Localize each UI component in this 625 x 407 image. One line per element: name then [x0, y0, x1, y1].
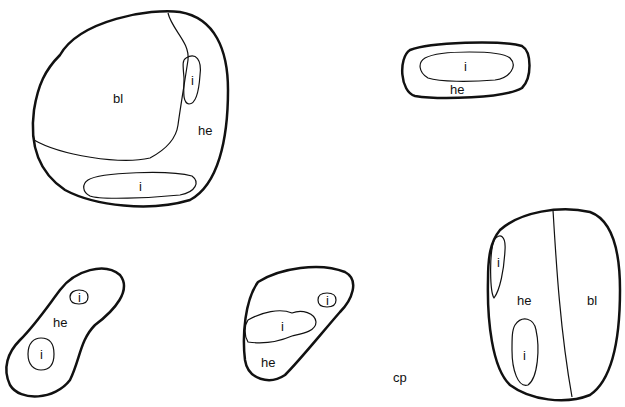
- phase-label: i: [40, 348, 43, 361]
- phase-label: he: [53, 316, 67, 329]
- outline-path: [402, 43, 529, 98]
- phase-label: i: [191, 74, 194, 87]
- inclusion-region: i: [242, 306, 320, 346]
- outline-shape: [484, 202, 623, 406]
- outline-shape: [28, 6, 232, 212]
- phase-label: i: [78, 291, 81, 304]
- inclusion-region: i: [80, 168, 198, 204]
- outline-shape: [3, 258, 136, 404]
- outline-path: [488, 209, 620, 400]
- outline-path: [512, 319, 538, 385]
- outline-shape: [238, 258, 362, 388]
- phase-label: i: [523, 349, 526, 362]
- outline-path: [420, 52, 513, 81]
- grain-outline: heii: [3, 258, 136, 404]
- phase-boundary: [34, 13, 188, 160]
- phase-label: bl: [587, 294, 597, 307]
- inclusion-region: i: [68, 288, 90, 306]
- outline-path: [84, 173, 196, 199]
- inclusion-region: i: [416, 48, 516, 84]
- inclusion-region: i: [180, 50, 204, 108]
- outline-path: [244, 267, 353, 380]
- phase-label: i: [139, 180, 142, 193]
- phase-label: i: [497, 256, 500, 269]
- grain-outline: he bl i i: [484, 202, 623, 406]
- outline-path: [6, 269, 124, 397]
- phase-label: he: [198, 124, 212, 137]
- inclusion-region: i: [508, 314, 540, 389]
- phase-boundary: [553, 210, 572, 397]
- outline-path: [70, 290, 88, 304]
- grain-outline: hei: [396, 38, 534, 102]
- grain-outline: he i i: [238, 258, 362, 388]
- phase-label: he: [261, 356, 275, 369]
- inclusion-region: i: [316, 291, 338, 309]
- inclusion-region: i: [487, 230, 508, 302]
- outline-path: [491, 236, 505, 298]
- outline-path: [318, 293, 336, 307]
- outline-path: [33, 11, 228, 206]
- phase-label: he: [517, 294, 531, 307]
- outline-path: [28, 338, 54, 370]
- phase-label: i: [326, 294, 329, 307]
- outline-path: [183, 56, 200, 104]
- grain-outline: bl he i i: [28, 6, 232, 212]
- phase-label: he: [450, 83, 464, 96]
- phase-label: i: [281, 320, 284, 333]
- inclusion-region: i: [26, 336, 56, 372]
- phase-label: i: [464, 60, 467, 73]
- phase-label: bl: [113, 92, 123, 105]
- figure-label: cp: [393, 371, 407, 384]
- outline-path: [245, 311, 316, 343]
